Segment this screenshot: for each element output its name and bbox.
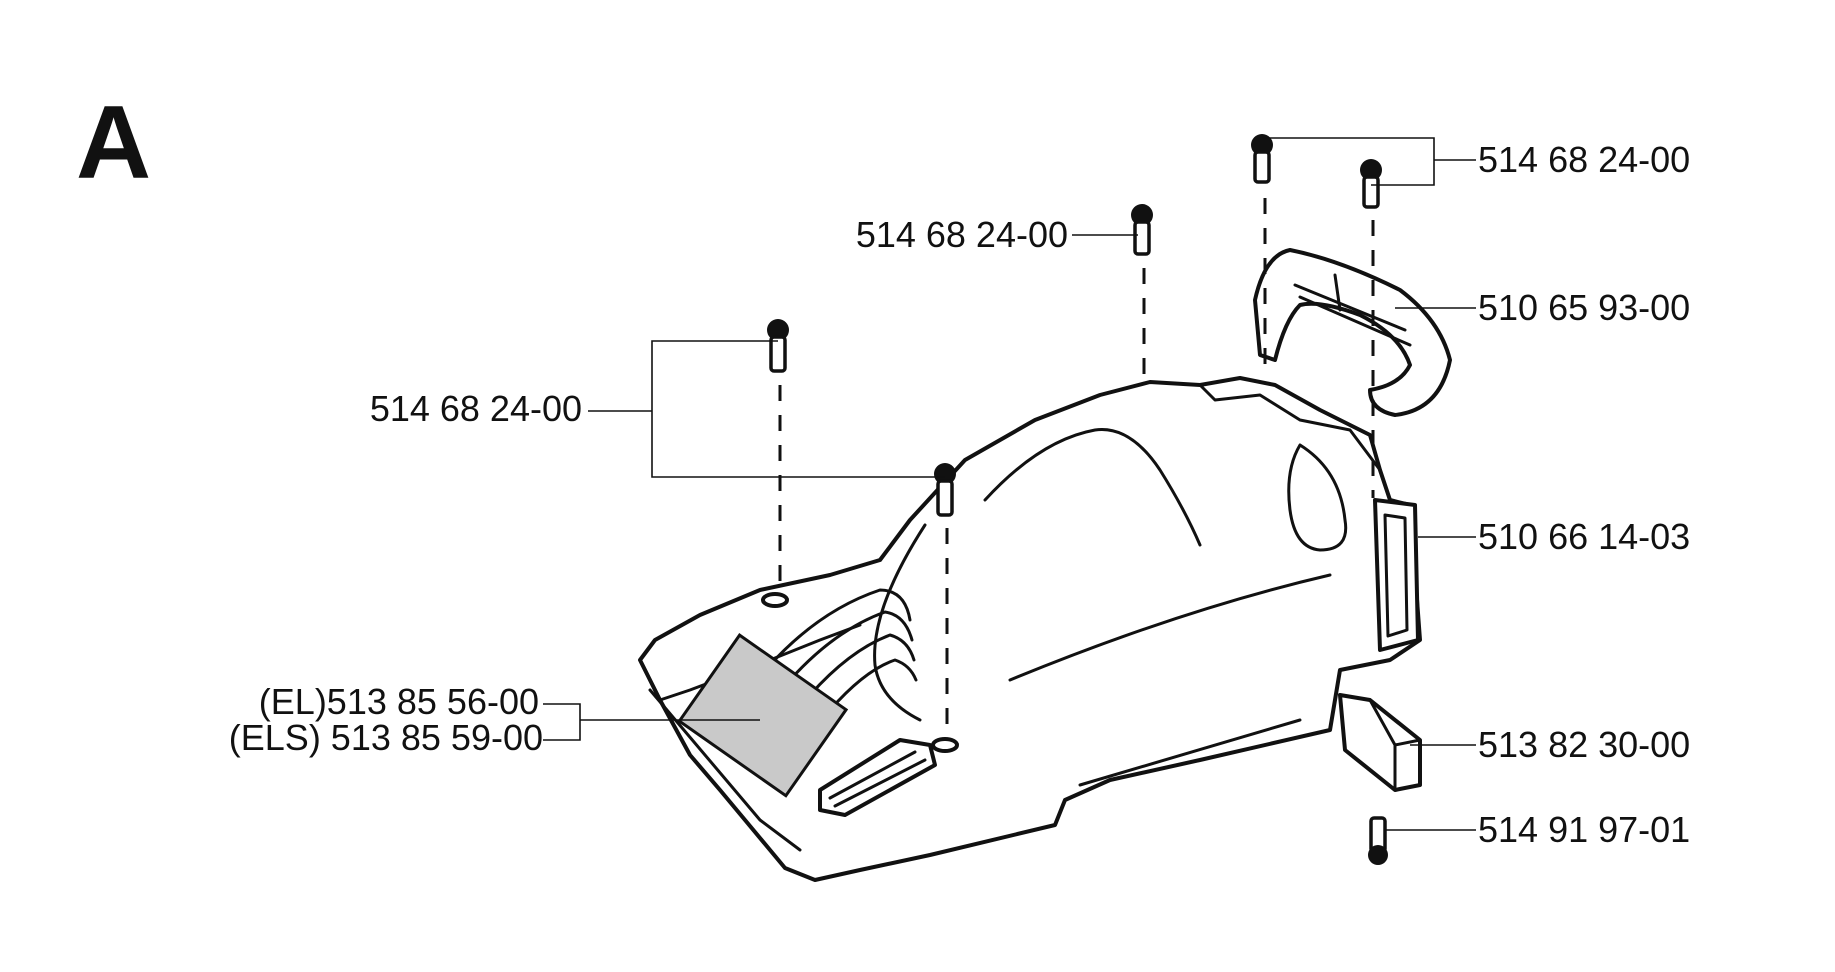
cover-dome-ridge bbox=[983, 428, 1202, 547]
cover-screw-hole-left bbox=[761, 592, 789, 608]
cover-side-recess bbox=[1287, 443, 1348, 552]
bracket-part bbox=[1338, 693, 1422, 792]
section-letter: A bbox=[76, 85, 151, 201]
cover-side-panel-inner bbox=[1383, 513, 1409, 638]
part-labels: 514 68 24-00 514 68 24-00 510 65 93-00 5… bbox=[229, 139, 1690, 850]
handle-grip-lines bbox=[1293, 273, 1412, 347]
cover-body bbox=[638, 376, 1422, 882]
cover-rear-step bbox=[1198, 383, 1382, 472]
cover-shoulder-line bbox=[1008, 573, 1332, 682]
handle-part bbox=[1253, 248, 1452, 417]
cover-bottom-vent-slats bbox=[828, 750, 927, 808]
label-screw-top-center: 514 68 24-00 bbox=[856, 214, 1068, 255]
bracket-edge bbox=[1368, 698, 1422, 792]
screw-top-right-b bbox=[1360, 159, 1382, 209]
handle-body bbox=[1253, 248, 1452, 417]
leader-lines bbox=[543, 137, 1476, 831]
label-screw-top-right: 514 68 24-00 bbox=[1478, 139, 1690, 180]
label-decal-els: (ELS) 513 85 59-00 bbox=[229, 717, 543, 758]
label-handle: 510 65 93-00 bbox=[1478, 287, 1690, 328]
cover-intake-grooves bbox=[768, 588, 918, 712]
assembly-lines bbox=[778, 198, 1375, 738]
cover-dome-left bbox=[873, 523, 927, 722]
label-decal-el: (EL)513 85 56-00 bbox=[259, 681, 539, 722]
cover-side-panel bbox=[1373, 498, 1420, 652]
cylinder-cover-assembly bbox=[638, 376, 1422, 882]
cover-screw-hole-front bbox=[931, 737, 959, 753]
label-screw-left: 514 68 24-00 bbox=[370, 388, 582, 429]
screw-left-b bbox=[934, 463, 956, 517]
label-bracket: 513 82 30-00 bbox=[1478, 724, 1690, 765]
screw-left-a bbox=[767, 319, 789, 373]
screw-top-right-a bbox=[1251, 134, 1273, 184]
label-cover: 510 66 14-03 bbox=[1478, 516, 1690, 557]
screw-bottom bbox=[1368, 816, 1388, 865]
decal-plate bbox=[677, 633, 849, 798]
screw-top-center bbox=[1131, 204, 1153, 256]
cover-lower-line bbox=[1078, 718, 1302, 787]
label-screw-bottom: 514 91 97-01 bbox=[1478, 809, 1690, 850]
cover-front-lip bbox=[648, 688, 802, 852]
cover-bottom-vent bbox=[818, 738, 937, 817]
